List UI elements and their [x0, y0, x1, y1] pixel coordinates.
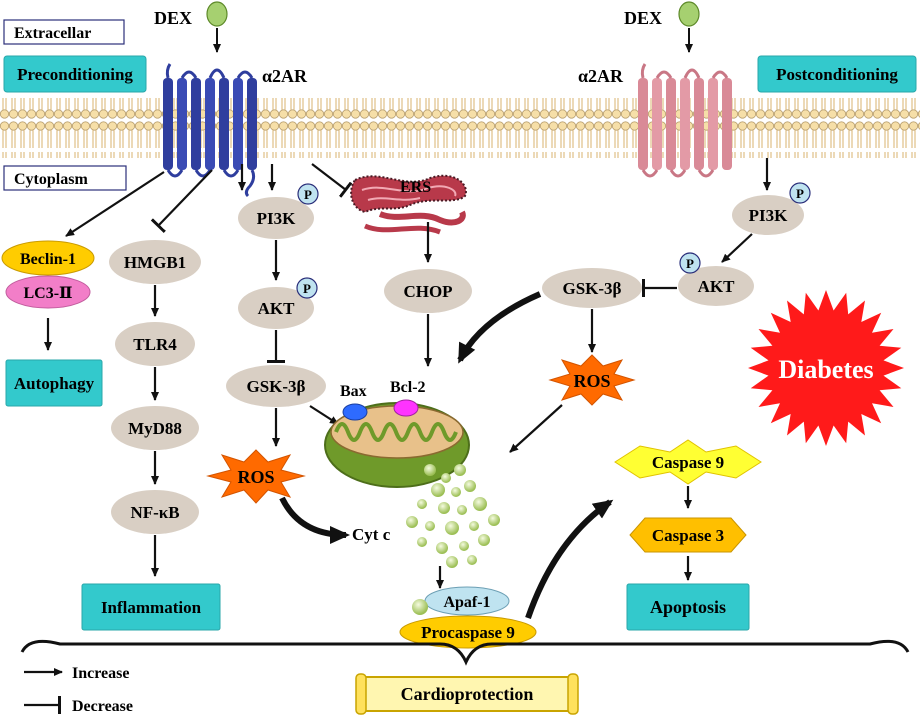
diabetes-label: Diabetes: [778, 355, 873, 384]
gsk-right-node: [542, 268, 642, 308]
phospho-label: P: [686, 256, 694, 271]
dex-left-label: DEX: [154, 8, 192, 28]
chop-label: CHOP: [403, 282, 452, 301]
postconditioning-box: [757, 55, 917, 93]
cardioprotection-label: Cardioprotection: [401, 684, 534, 704]
preconditioning-box: [3, 55, 147, 93]
phospho-badge-akt-right: [679, 252, 701, 274]
gsk-left-node: [226, 365, 326, 407]
arrow-pi3k-akt-right: [721, 233, 753, 263]
legend-increase-label: Increase: [72, 665, 129, 682]
ros-right-burst: [548, 354, 636, 406]
ros-left-label: ROS: [237, 467, 274, 487]
gsk-right-label: GSK-3β: [562, 279, 621, 298]
procaspase9-node: [399, 615, 537, 649]
phospho-badge-akt-left: [296, 277, 318, 299]
phospho-label: P: [304, 187, 312, 202]
cytoplasm-label: Cytoplasm: [14, 171, 88, 188]
bcl2-label: Bcl-2: [390, 379, 426, 396]
gsk-left-label: GSK-3β: [246, 377, 305, 396]
nfkb-node: [111, 490, 199, 534]
pi3k-left-node: [238, 197, 314, 239]
inflammation-box: [81, 583, 221, 631]
arrow-ros-cytc: [279, 496, 350, 544]
postconditioning-label: Postconditioning: [776, 65, 898, 84]
cytoplasm-label-box: [3, 165, 127, 191]
autophagy-label: Autophagy: [14, 374, 95, 393]
arrow-gsk-mito-left: [309, 405, 339, 425]
arrow-gsk-mito-right: [457, 291, 542, 364]
caspase9-label: Caspase 9: [652, 453, 724, 472]
akt-left-label: AKT: [258, 299, 296, 318]
diabetes-starburst: [748, 290, 904, 446]
ros-right-label: ROS: [573, 371, 610, 391]
cardioprotection-scroll: [355, 673, 579, 715]
tlr4-label: TLR4: [133, 335, 177, 354]
arrow-ros-mito-right: [509, 404, 563, 453]
bcl2-protein: [393, 399, 419, 417]
lc3-label: LC3-Ⅱ: [23, 285, 72, 302]
bax-label: Bax: [340, 383, 367, 400]
dex-right-label: DEX: [624, 8, 662, 28]
ers-label: ERS: [400, 179, 431, 196]
akt-right-label: AKT: [698, 277, 736, 296]
tlr4-node: [115, 322, 195, 366]
summary-bracket: [20, 639, 910, 666]
a2ar-right-label: α2AR: [578, 66, 624, 86]
inflammation-label: Inflammation: [101, 598, 202, 617]
dex-left-molecule: [206, 1, 228, 27]
inhibit-receptor-ers: [311, 163, 353, 198]
cell-membrane: [0, 98, 920, 158]
arrow-procaspase-caspase9: [525, 499, 614, 619]
apoptosis-box: [626, 583, 750, 631]
beclin1-node: [1, 240, 95, 276]
inhibit-receptor-hmgb1: [150, 169, 213, 233]
legend-decrease-label: Decrease: [72, 698, 133, 715]
extracellar-label: Extracellar: [14, 25, 91, 42]
hmgb1-node: [109, 240, 201, 284]
apaf1-label: Apaf-1: [443, 594, 490, 611]
myd88-label: MyD88: [128, 419, 182, 438]
procaspase9-label: Procaspase 9: [421, 623, 515, 642]
pi3k-right-node: [732, 195, 804, 235]
cytc-label: Cyt c: [352, 525, 391, 544]
arrow-receptor-beclin: [65, 171, 165, 237]
dex-right-molecule: [678, 1, 700, 27]
myd88-node: [111, 406, 199, 450]
extracellar-label-box: [3, 19, 125, 45]
a2ar-left-label: α2AR: [262, 66, 308, 86]
akt-right-node: [678, 266, 754, 306]
caspase3-label: Caspase 3: [652, 526, 724, 545]
cytochrome-c-vesicles: [406, 464, 500, 568]
preconditioning-label: Preconditioning: [17, 65, 133, 84]
caspase9-burst: [614, 439, 762, 485]
pi3k-left-label: PI3K: [257, 209, 297, 228]
pi3k-right-label: PI3K: [749, 206, 789, 225]
ros-left-burst: [206, 449, 306, 504]
apoptosis-label: Apoptosis: [650, 597, 726, 617]
endoplasmic-reticulum: [350, 174, 467, 235]
caspase3-hexagon: [629, 517, 747, 553]
cytc-bound-vesicle: [412, 599, 428, 615]
hmgb1-label: HMGB1: [124, 253, 186, 272]
autophagy-box: [5, 359, 103, 407]
phospho-badge-pi3k-left: [297, 183, 319, 205]
chop-node: [384, 269, 472, 313]
beclin1-label: Beclin-1: [20, 251, 76, 268]
akt-left-node: [238, 287, 314, 329]
phospho-badge-pi3k-right: [789, 182, 811, 204]
alpha2-receptor-left: [163, 63, 257, 198]
nfkb-label: NF-κB: [130, 503, 179, 522]
lc3-node: [5, 275, 91, 309]
bax-protein: [342, 403, 368, 421]
phospho-label: P: [796, 186, 804, 201]
phospho-label: P: [303, 281, 311, 296]
alpha2-receptor-right: [638, 63, 732, 178]
